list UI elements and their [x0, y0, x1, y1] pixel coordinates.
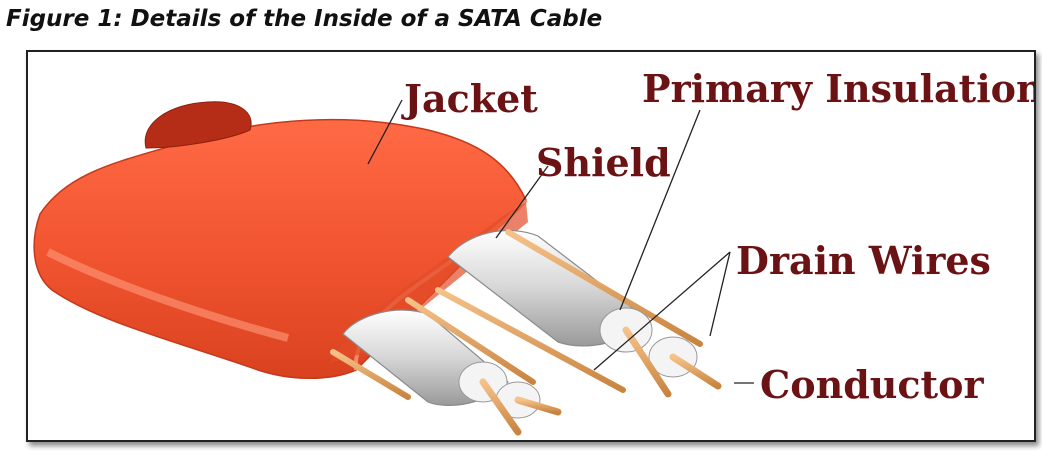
- conductor-1: [622, 326, 672, 398]
- figure-title: Figure 1: Details of the Inside of a SAT…: [6, 6, 603, 32]
- diagram-frame: Jacket Shield Primary Insulation Drain W…: [26, 50, 1036, 442]
- leader-lines: [367, 99, 754, 384]
- drain-wire-upper: [505, 229, 703, 347]
- drain-wire-lower-left: [330, 349, 411, 400]
- drain-wire-upper-left: [435, 287, 626, 393]
- lower-shield-pair: [330, 297, 562, 436]
- primary-insulation-label: Primary Insulation: [642, 66, 1034, 111]
- shield-leader: [495, 165, 549, 239]
- drain-wires-label: Drain Wires: [736, 238, 991, 283]
- conductor-label: Conductor: [760, 362, 984, 407]
- upper-shield-pair: [435, 229, 722, 398]
- conductor-2: [669, 353, 722, 390]
- jacket-cut-end: [144, 101, 252, 149]
- sata-cable-diagram: Jacket Shield Primary Insulation Drain W…: [33, 66, 1034, 436]
- conductor-4: [514, 396, 562, 416]
- primary-insulation-leader: [619, 109, 701, 311]
- jacket-leader: [367, 99, 403, 165]
- drain-wire-lower-right: [405, 297, 536, 385]
- drain-wires-leader-1: [593, 251, 731, 371]
- conductor-3: [479, 378, 522, 436]
- drain-wires-leader-2: [709, 251, 731, 337]
- jacket-label: Jacket: [401, 76, 538, 121]
- shield-label: Shield: [536, 140, 671, 185]
